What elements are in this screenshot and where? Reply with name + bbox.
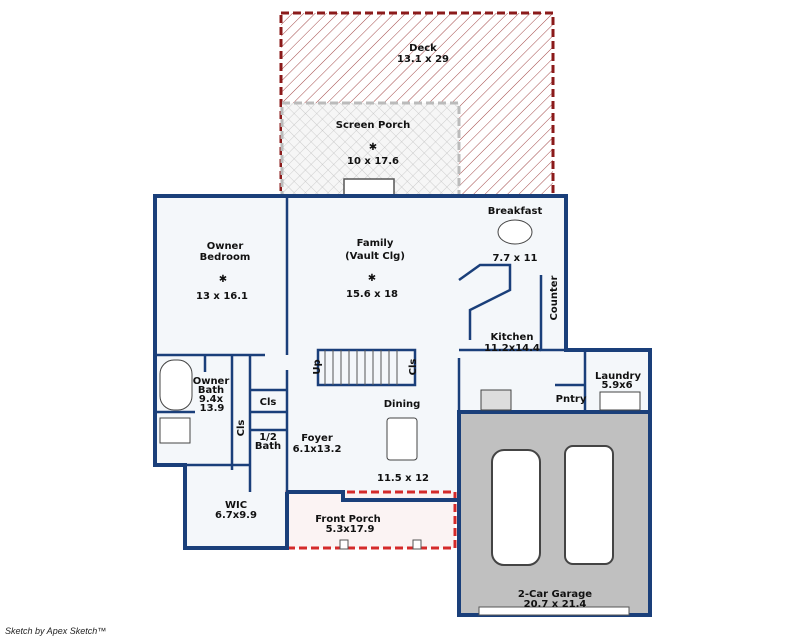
- deck-label: Deck: [409, 43, 437, 54]
- owner-bedroom-size: 13 x 16.1: [196, 291, 248, 302]
- dining-label: Dining: [384, 399, 421, 410]
- half-bath-label-2: Bath: [255, 441, 281, 452]
- ceiling-fan-icon: ✱: [219, 274, 227, 285]
- shower: [159, 417, 191, 444]
- garage-size: 20.7 x 21.4: [524, 599, 587, 610]
- dining-table: [386, 417, 418, 461]
- garage-area: [457, 410, 652, 617]
- garage-label: 2-Car Garage: [518, 589, 592, 600]
- washer-dryer: [599, 391, 641, 411]
- half-bath-label-1: 1/2: [259, 432, 277, 443]
- breakfast-table: [497, 219, 533, 245]
- breakfast-size: 7.7 x 11: [492, 253, 537, 264]
- owner-bath-size-1: 9.4x: [199, 394, 224, 405]
- breakfast-label: Breakfast: [488, 206, 543, 217]
- family-size: 15.6 x 18: [346, 289, 398, 300]
- exterior-walls: [153, 194, 652, 550]
- wic-label: WIC: [225, 500, 247, 511]
- foyer-label: Foyer: [301, 433, 333, 444]
- interior-walls: [155, 196, 587, 492]
- house-floor: [155, 196, 650, 548]
- range: [480, 389, 512, 411]
- dining-size: 11.5 x 12: [377, 473, 429, 484]
- owner-bath-size-2: 13.9: [200, 403, 225, 414]
- kitchen-label: Kitchen: [491, 332, 534, 343]
- screen-porch-size: 10 x 17.6: [347, 156, 399, 167]
- laundry-size: 5.9x6: [601, 380, 632, 391]
- foyer-size: 6.1x13.2: [293, 444, 342, 455]
- stair-treads: [324, 350, 398, 385]
- stairs-up-label: Up: [312, 359, 323, 374]
- front-porch-label: Front Porch: [315, 514, 381, 525]
- owner-bedroom-label-1: Owner: [207, 241, 244, 252]
- bathtub: [159, 359, 193, 411]
- screen-porch-label: Screen Porch: [336, 120, 410, 131]
- credit-text: Sketch by Apex Sketch™: [5, 626, 107, 636]
- counter-label: Counter: [549, 275, 560, 320]
- deck-size: 13.1 x 29: [397, 54, 449, 65]
- closet-label: Cls: [260, 397, 277, 408]
- laundry-label: Laundry: [595, 371, 641, 382]
- ceiling-fan-icon: ✱: [369, 142, 377, 153]
- closet-label: Cls: [408, 359, 419, 376]
- kitchen-size: 11.2x14.4: [484, 343, 540, 354]
- car-left: [491, 449, 541, 566]
- garage-door[interactable]: [478, 606, 630, 616]
- family-label-1: Family: [357, 238, 394, 249]
- ceiling-fan-icon: ✱: [368, 273, 376, 284]
- wic-size: 6.7x9.9: [215, 510, 257, 521]
- family-label-2: (Vault Clg): [345, 251, 405, 262]
- owner-bath-label-2: Bath: [198, 385, 224, 396]
- closet-label: Cls: [236, 420, 247, 437]
- owner-bedroom-label-2: Bedroom: [200, 252, 251, 263]
- pantry-label: Pntry: [556, 394, 587, 405]
- front-porch-size: 5.3x17.9: [326, 524, 375, 535]
- owner-bath-label-1: Owner: [193, 376, 230, 387]
- car-right: [564, 445, 614, 565]
